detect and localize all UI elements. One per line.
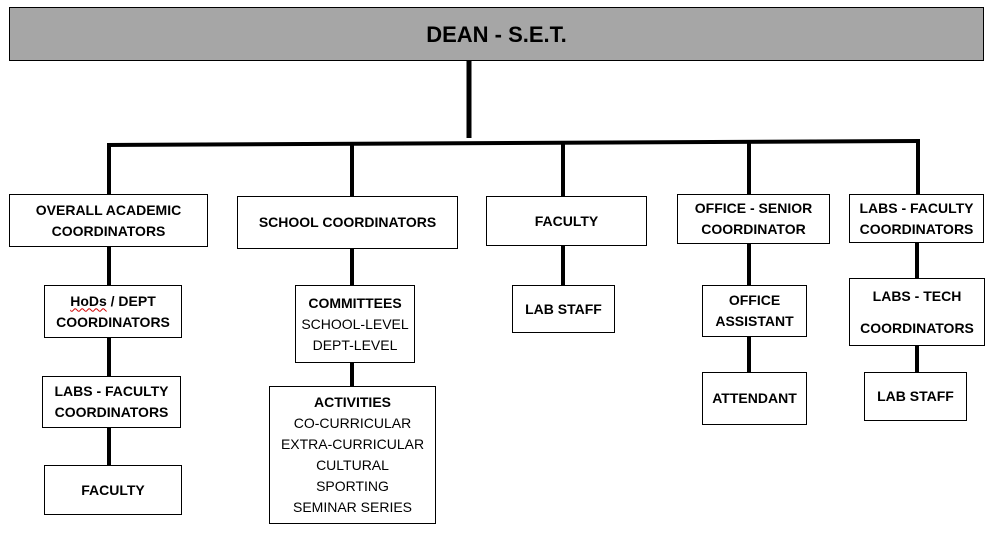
col1-child1-line1-rest: / DEPT — [106, 292, 156, 309]
hods-spellcheck-word: HoDs — [70, 292, 107, 309]
col1-head-line1: OVERALL ACADEMIC — [35, 201, 182, 218]
col5-child2-box: LAB STAFF — [864, 372, 967, 421]
col5-child2-line1: LAB STAFF — [877, 388, 954, 404]
col5-child1-line1: LABS - TECH — [872, 288, 962, 304]
col4-child1-line1: OFFICE — [728, 292, 781, 308]
col1-child2-line2: COORDINATORS — [54, 404, 169, 420]
col2-head-line1: SCHOOL COORDINATORS — [258, 214, 437, 230]
connector-bus — [106, 139, 921, 147]
col4-child1-box: OFFICE ASSISTANT — [702, 285, 807, 337]
col5-child1-line2: COORDINATORS — [860, 320, 974, 336]
col2-child2-title: ACTIVITIES — [313, 394, 391, 410]
col2-child2-item2: EXTRA-CURRICULAR — [280, 436, 425, 452]
col1-child3-box: FACULTY — [44, 465, 182, 515]
col2-child2-item4: SPORTING — [316, 478, 389, 494]
col4-head-box: OFFICE - SENIOR COORDINATOR — [677, 194, 830, 244]
col2-child2-item3: CULTURAL — [316, 457, 389, 473]
col2-child1-item2: DEPT-LEVEL — [312, 336, 398, 353]
col4-child1-line2: ASSISTANT — [715, 313, 794, 329]
col4-head-line2: COORDINATOR — [701, 221, 806, 237]
col3-child1-box: LAB STAFF — [512, 285, 615, 333]
col1-head-box: OVERALL ACADEMIC COORDINATORS — [9, 194, 208, 247]
col1-head-line2: COORDINATORS — [51, 222, 166, 239]
root-title: DEAN - S.E.T. — [426, 21, 567, 47]
col4-child2-box: ATTENDANT — [702, 372, 807, 425]
col1-child1-line1: HoDs / DEPT — [70, 291, 156, 312]
col2-child1-box: COMMITTEES SCHOOL-LEVEL DEPT-LEVEL — [295, 285, 415, 363]
col2-child2-item1: CO-CURRICULAR — [293, 415, 412, 431]
col1-child2-box: LABS - FACULTY COORDINATORS — [42, 376, 181, 428]
col4-head-line1: OFFICE - SENIOR — [694, 200, 813, 216]
col1-child1-box: HoDs / DEPT COORDINATORS — [44, 285, 182, 338]
col3-head-box: FACULTY — [486, 196, 647, 246]
col4-child2-line1: ATTENDANT — [712, 390, 797, 406]
col1-child1-line2: COORDINATORS — [56, 313, 170, 330]
root-box: DEAN - S.E.T. — [9, 7, 984, 61]
col3-head-line1: FACULTY — [534, 212, 599, 229]
col2-child1-item1: SCHOOL-LEVEL — [301, 315, 409, 332]
col2-head-box: SCHOOL COORDINATORS — [237, 196, 458, 249]
col2-child2-item5: SEMINAR SERIES — [292, 499, 413, 515]
col5-head-line1: LABS - FACULTY — [859, 199, 974, 216]
col5-head-box: LABS - FACULTY COORDINATORS — [849, 194, 984, 243]
col1-child2-line1: LABS - FACULTY — [54, 383, 169, 399]
col5-head-line2: COORDINATORS — [859, 220, 974, 237]
col1-child3-line1: FACULTY — [81, 481, 145, 498]
col2-child1-title: COMMITTEES — [308, 294, 402, 311]
col5-child1-box: LABS - TECH COORDINATORS — [849, 278, 985, 346]
col3-child1-line1: LAB STAFF — [525, 300, 602, 317]
col2-child2-box: ACTIVITIES CO-CURRICULAR EXTRA-CURRICULA… — [269, 386, 436, 524]
